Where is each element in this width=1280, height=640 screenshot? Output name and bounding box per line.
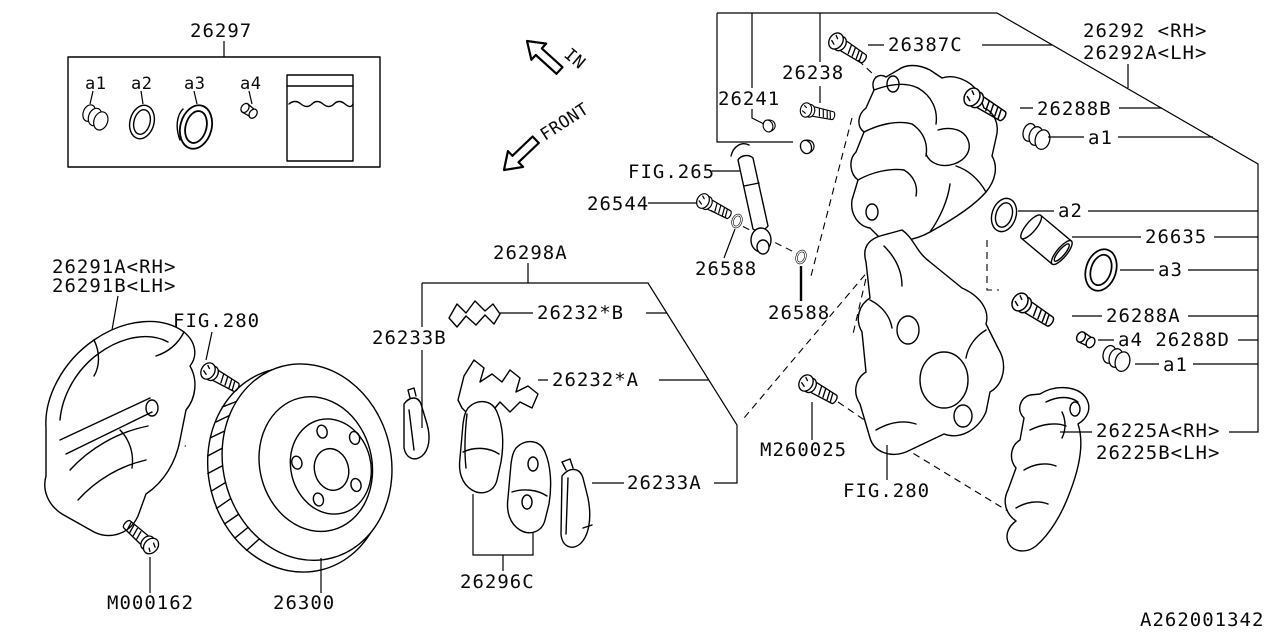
label-m260025: M260025	[760, 439, 847, 461]
label-26233a: 26233A	[627, 472, 702, 494]
label-26296c: 26296C	[460, 571, 535, 593]
brake-rotor	[206, 363, 393, 573]
bolt-fig280-icon	[197, 359, 243, 397]
washer-26588-icon-2	[793, 248, 809, 266]
label-26232b: 26232*B	[537, 302, 624, 324]
label-a4-26288d: a4 26288D	[1118, 329, 1230, 351]
slide-pin-26288a-icon	[1007, 289, 1059, 332]
part-labels: 26297 a1 a2 a3 a4 IN FRONT 26241 26238 2…	[52, 20, 1264, 631]
bleeder-cap-icon-2	[797, 137, 817, 156]
boot-a3-icon	[1079, 244, 1123, 296]
label-a3: a3	[1158, 259, 1183, 281]
label-26635: 26635	[1145, 226, 1207, 248]
label-26241: 26241	[718, 88, 780, 110]
label-26232a: 26232*A	[552, 369, 639, 391]
label-fig280-left: FIG.280	[173, 310, 260, 332]
direction-arrows	[502, 39, 564, 172]
caliper-support-bracket	[1004, 387, 1090, 552]
steering-knuckle	[855, 229, 1005, 456]
diagram-code: A262001342	[1140, 609, 1264, 631]
bleeder-screw-icon	[798, 101, 837, 124]
label-fig265: FIG.265	[628, 161, 715, 183]
label-26291-rh: 26291A<RH>	[52, 256, 176, 278]
label-kit-a3: a3	[184, 74, 205, 94]
label-kit-a4: a4	[240, 74, 261, 94]
label-a2: a2	[1058, 200, 1083, 222]
bleeder-cap-icon	[761, 117, 778, 134]
bushing-a4-icon	[1074, 329, 1098, 350]
label-26588-a: 26588	[695, 258, 757, 280]
boot-a1-top-icon	[1019, 121, 1054, 152]
label-a1-side: a1	[1163, 354, 1188, 376]
label-26288a: 26288A	[1106, 305, 1181, 327]
label-26233b: 26233B	[372, 327, 447, 349]
front-arrow-icon	[502, 135, 540, 172]
caliper-body	[850, 64, 998, 242]
label-a1-top: a1	[1088, 127, 1113, 149]
pad-clip-b	[448, 300, 501, 328]
label-26225-rh: 26225A<RH>	[1096, 420, 1220, 442]
bolt-m000162-icon	[118, 515, 163, 558]
label-kit-a1: a1	[85, 74, 106, 94]
label-26300: 26300	[273, 592, 335, 614]
label-26298a: 26298A	[493, 242, 568, 264]
label-26387c: 26387C	[888, 34, 963, 56]
brake-pad-2	[506, 441, 552, 534]
label-26544: 26544	[587, 193, 649, 215]
grease-packet-icon	[286, 74, 354, 162]
seal-kit-box	[67, 56, 381, 168]
label-fig280-right: FIG.280	[843, 480, 930, 502]
label-26291-lh: 26291B<LH>	[52, 275, 176, 297]
brake-hose	[730, 143, 772, 255]
label-26288b: 26288B	[1037, 98, 1112, 120]
pad-shim-inner	[403, 387, 430, 460]
label-26292-lh: 26292A<LH>	[1083, 42, 1207, 64]
label-26238: 26238	[782, 62, 844, 84]
leader-lines	[111, 12, 1259, 593]
in-arrow-icon	[525, 39, 564, 75]
seal-a2-icon	[986, 194, 1022, 236]
label-kit-a2: a2	[131, 74, 152, 94]
label-26297: 26297	[190, 20, 252, 42]
label-26588-b: 26588	[768, 302, 830, 324]
bolt-m260025-icon	[795, 371, 841, 409]
piston-26635-icon	[1020, 214, 1073, 266]
label-26225-lh: 26225B<LH>	[1096, 442, 1220, 464]
pad-shim-outer	[560, 458, 593, 548]
dust-shield	[44, 320, 196, 537]
label-in: IN	[560, 45, 589, 74]
label-front: FRONT	[537, 99, 593, 145]
banjo-bolt-26544-icon	[693, 190, 735, 223]
label-26292-rh: 26292 <RH>	[1083, 20, 1207, 42]
label-m000162: M000162	[107, 592, 194, 614]
washer-26588-icon	[729, 212, 745, 230]
brake-pad-1	[458, 401, 504, 494]
